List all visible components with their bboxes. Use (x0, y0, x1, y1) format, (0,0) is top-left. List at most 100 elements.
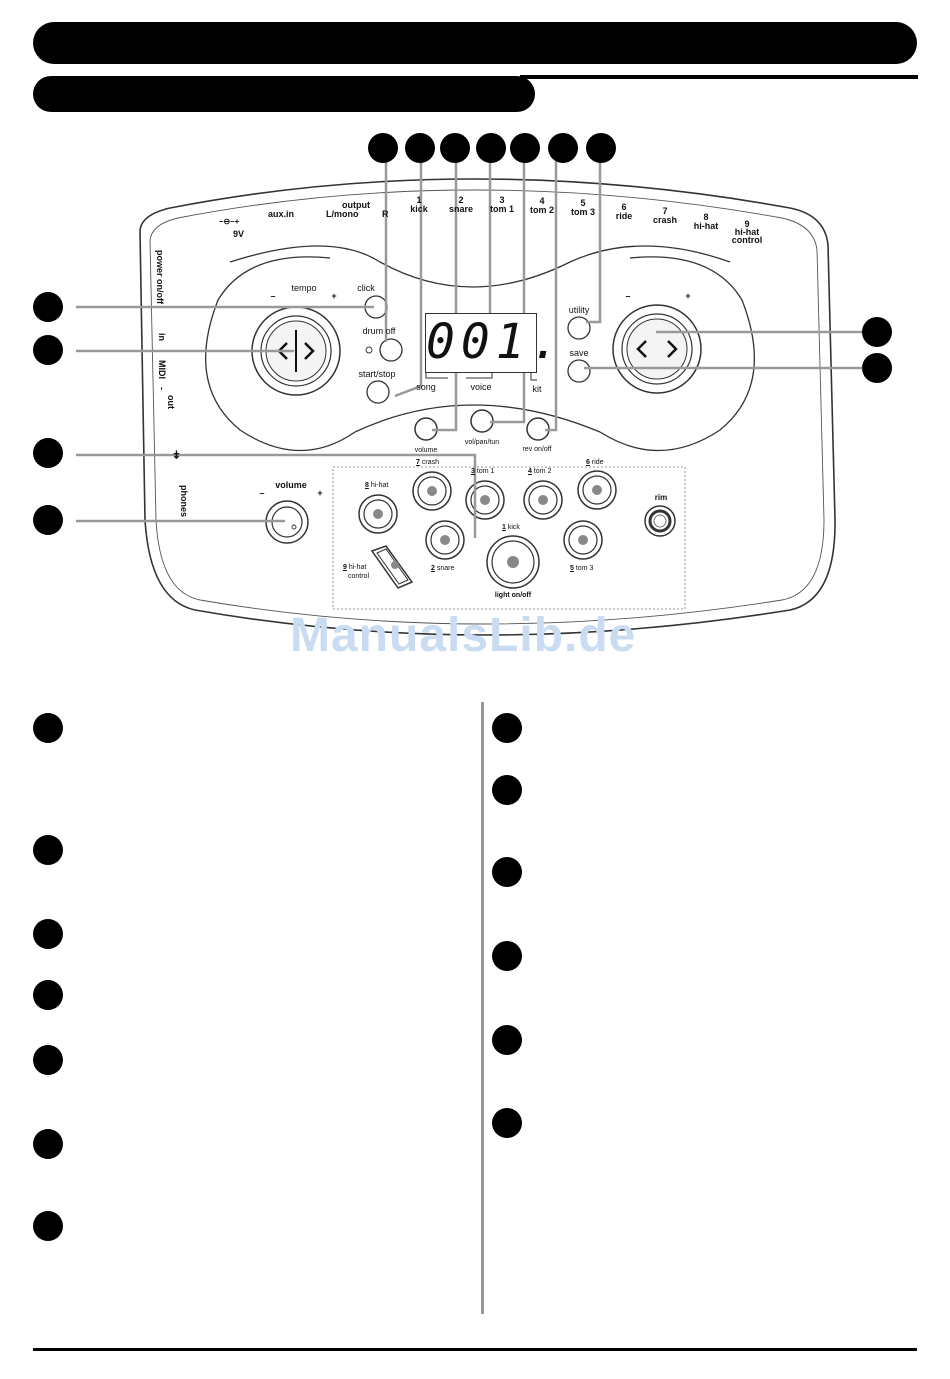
pad-area-frame (332, 466, 686, 610)
dc-icon: –⊖–+ (219, 217, 240, 226)
legend-badge-left-4 (33, 980, 63, 1010)
badge-top-7 (586, 133, 616, 163)
jack-2-label: snare (448, 204, 474, 214)
jack-9-label-2: control (731, 235, 763, 245)
midi-out-label: out (166, 395, 176, 409)
start-stop-button (366, 380, 390, 404)
pad-8-label: 8 hi-hat (365, 482, 389, 489)
jack-9-label: hi-hat (734, 227, 760, 237)
jack-1-label: kick (410, 204, 428, 214)
subheader-bar (33, 76, 535, 112)
legend-badge-left-1 (33, 713, 63, 743)
legend-badge-right-6 (492, 1108, 522, 1138)
footer-rule (33, 1348, 917, 1351)
pad-snare (425, 520, 465, 560)
midi-dash-label: - (157, 387, 167, 390)
volume-button-label: volume (414, 447, 438, 454)
legend-badge-left-2 (33, 835, 63, 865)
pad-4-label: 4 tom 2 (528, 468, 552, 475)
power-label: power on/off (155, 250, 165, 304)
light-label: light on/off (494, 592, 532, 599)
badge-top-1 (368, 133, 398, 163)
jack-8-label: hi-hat (693, 221, 719, 231)
legend-badge-left-7 (33, 1211, 63, 1241)
value-plus-label: + (685, 291, 691, 301)
tempo-plus-arrow (304, 342, 315, 360)
jack-5-num: 5 (580, 198, 586, 208)
pad-1-label: 1 kick (502, 524, 520, 531)
kit-label: kit (532, 384, 542, 394)
pad-9-label-2: control (348, 573, 370, 580)
badge-top-3 (440, 133, 470, 163)
phones-label: phones (179, 485, 189, 518)
badge-top-4 (476, 133, 506, 163)
jack-2-num: 2 (458, 195, 464, 205)
value-plus-arrow (667, 340, 678, 358)
jack-4-label: tom 2 (529, 205, 555, 215)
legend-badge-right-2 (492, 775, 522, 805)
jack-3-label: tom 1 (489, 204, 515, 214)
pad-hi-hat-control (370, 545, 414, 589)
pad-3-label: 3 tom 1 (471, 468, 495, 475)
tempo-minus-label: – (270, 291, 276, 301)
legend-badge-right-1 (492, 713, 522, 743)
device-inner-outline (149, 189, 825, 625)
jack-7-label: crash (652, 215, 678, 225)
panel-right-lobe (599, 256, 756, 452)
legend-badge-right-5 (492, 1025, 522, 1055)
badge-left-3 (33, 438, 63, 468)
jack-8-num: 8 (703, 212, 709, 222)
pad-7-label: 7 crash (416, 459, 439, 466)
dc-label: 9V (233, 229, 245, 239)
panel-bottom-wave (354, 404, 601, 433)
save-button (567, 359, 591, 383)
volume-minus-label: – (259, 488, 265, 498)
tempo-plus-label: + (331, 291, 337, 301)
pad-rim (644, 505, 676, 537)
badge-right-1 (862, 317, 892, 347)
lcd-digits: 001. (426, 314, 566, 370)
pad-2-label: 2 snare (431, 565, 455, 572)
output-sub-label: L/mono (326, 209, 359, 219)
volume-plus-label: + (317, 488, 323, 498)
pad-crash (412, 471, 452, 511)
voice-label: voice (470, 382, 492, 392)
vol-pan-tun-label: vol/pan/tun (464, 439, 500, 446)
volume-knob-dot (291, 524, 297, 530)
jack-3-num: 3 (499, 195, 505, 205)
badge-top-2 (405, 133, 435, 163)
click-label: click (357, 283, 375, 293)
legend-badge-right-4 (492, 941, 522, 971)
drum-off-led (365, 346, 373, 354)
voice-bracket (466, 372, 493, 379)
jack-5-label: tom 3 (570, 207, 596, 217)
aux-label: aux.in (268, 209, 295, 219)
badge-left-4 (33, 505, 63, 535)
drum-off-label: drum off (362, 326, 396, 336)
legend-badge-left-6 (33, 1129, 63, 1159)
jack-1-num: 1 (416, 195, 422, 205)
drum-module-diagram (76, 160, 862, 636)
pad-5-label: 5 tom 3 (570, 565, 594, 572)
song-label: song (416, 382, 436, 392)
drum-off-button (379, 338, 403, 362)
lcd-display: 001. (425, 313, 566, 373)
badge-left-2 (33, 335, 63, 365)
pad-6-label: 6 ride (586, 459, 604, 466)
pad-hi-hat (358, 494, 398, 534)
rim-label: rim (654, 493, 668, 502)
column-divider (481, 702, 484, 1314)
jack-6-num: 6 (621, 202, 627, 212)
jack-6-label: ride (615, 211, 633, 221)
jack-9-num: 9 (744, 219, 750, 229)
output-r-label: R (382, 209, 389, 219)
start-stop-label: start/stop (358, 369, 396, 379)
song-bracket (425, 372, 448, 379)
pad-9-label: 9 hi-hat (343, 564, 367, 571)
value-minus-label: – (625, 291, 631, 301)
panel-left-lobe (204, 256, 356, 452)
rev-label: rev on/off (522, 446, 552, 453)
badge-right-2 (862, 353, 892, 383)
midi-label: MIDI (157, 360, 167, 379)
header-bar (33, 22, 917, 64)
